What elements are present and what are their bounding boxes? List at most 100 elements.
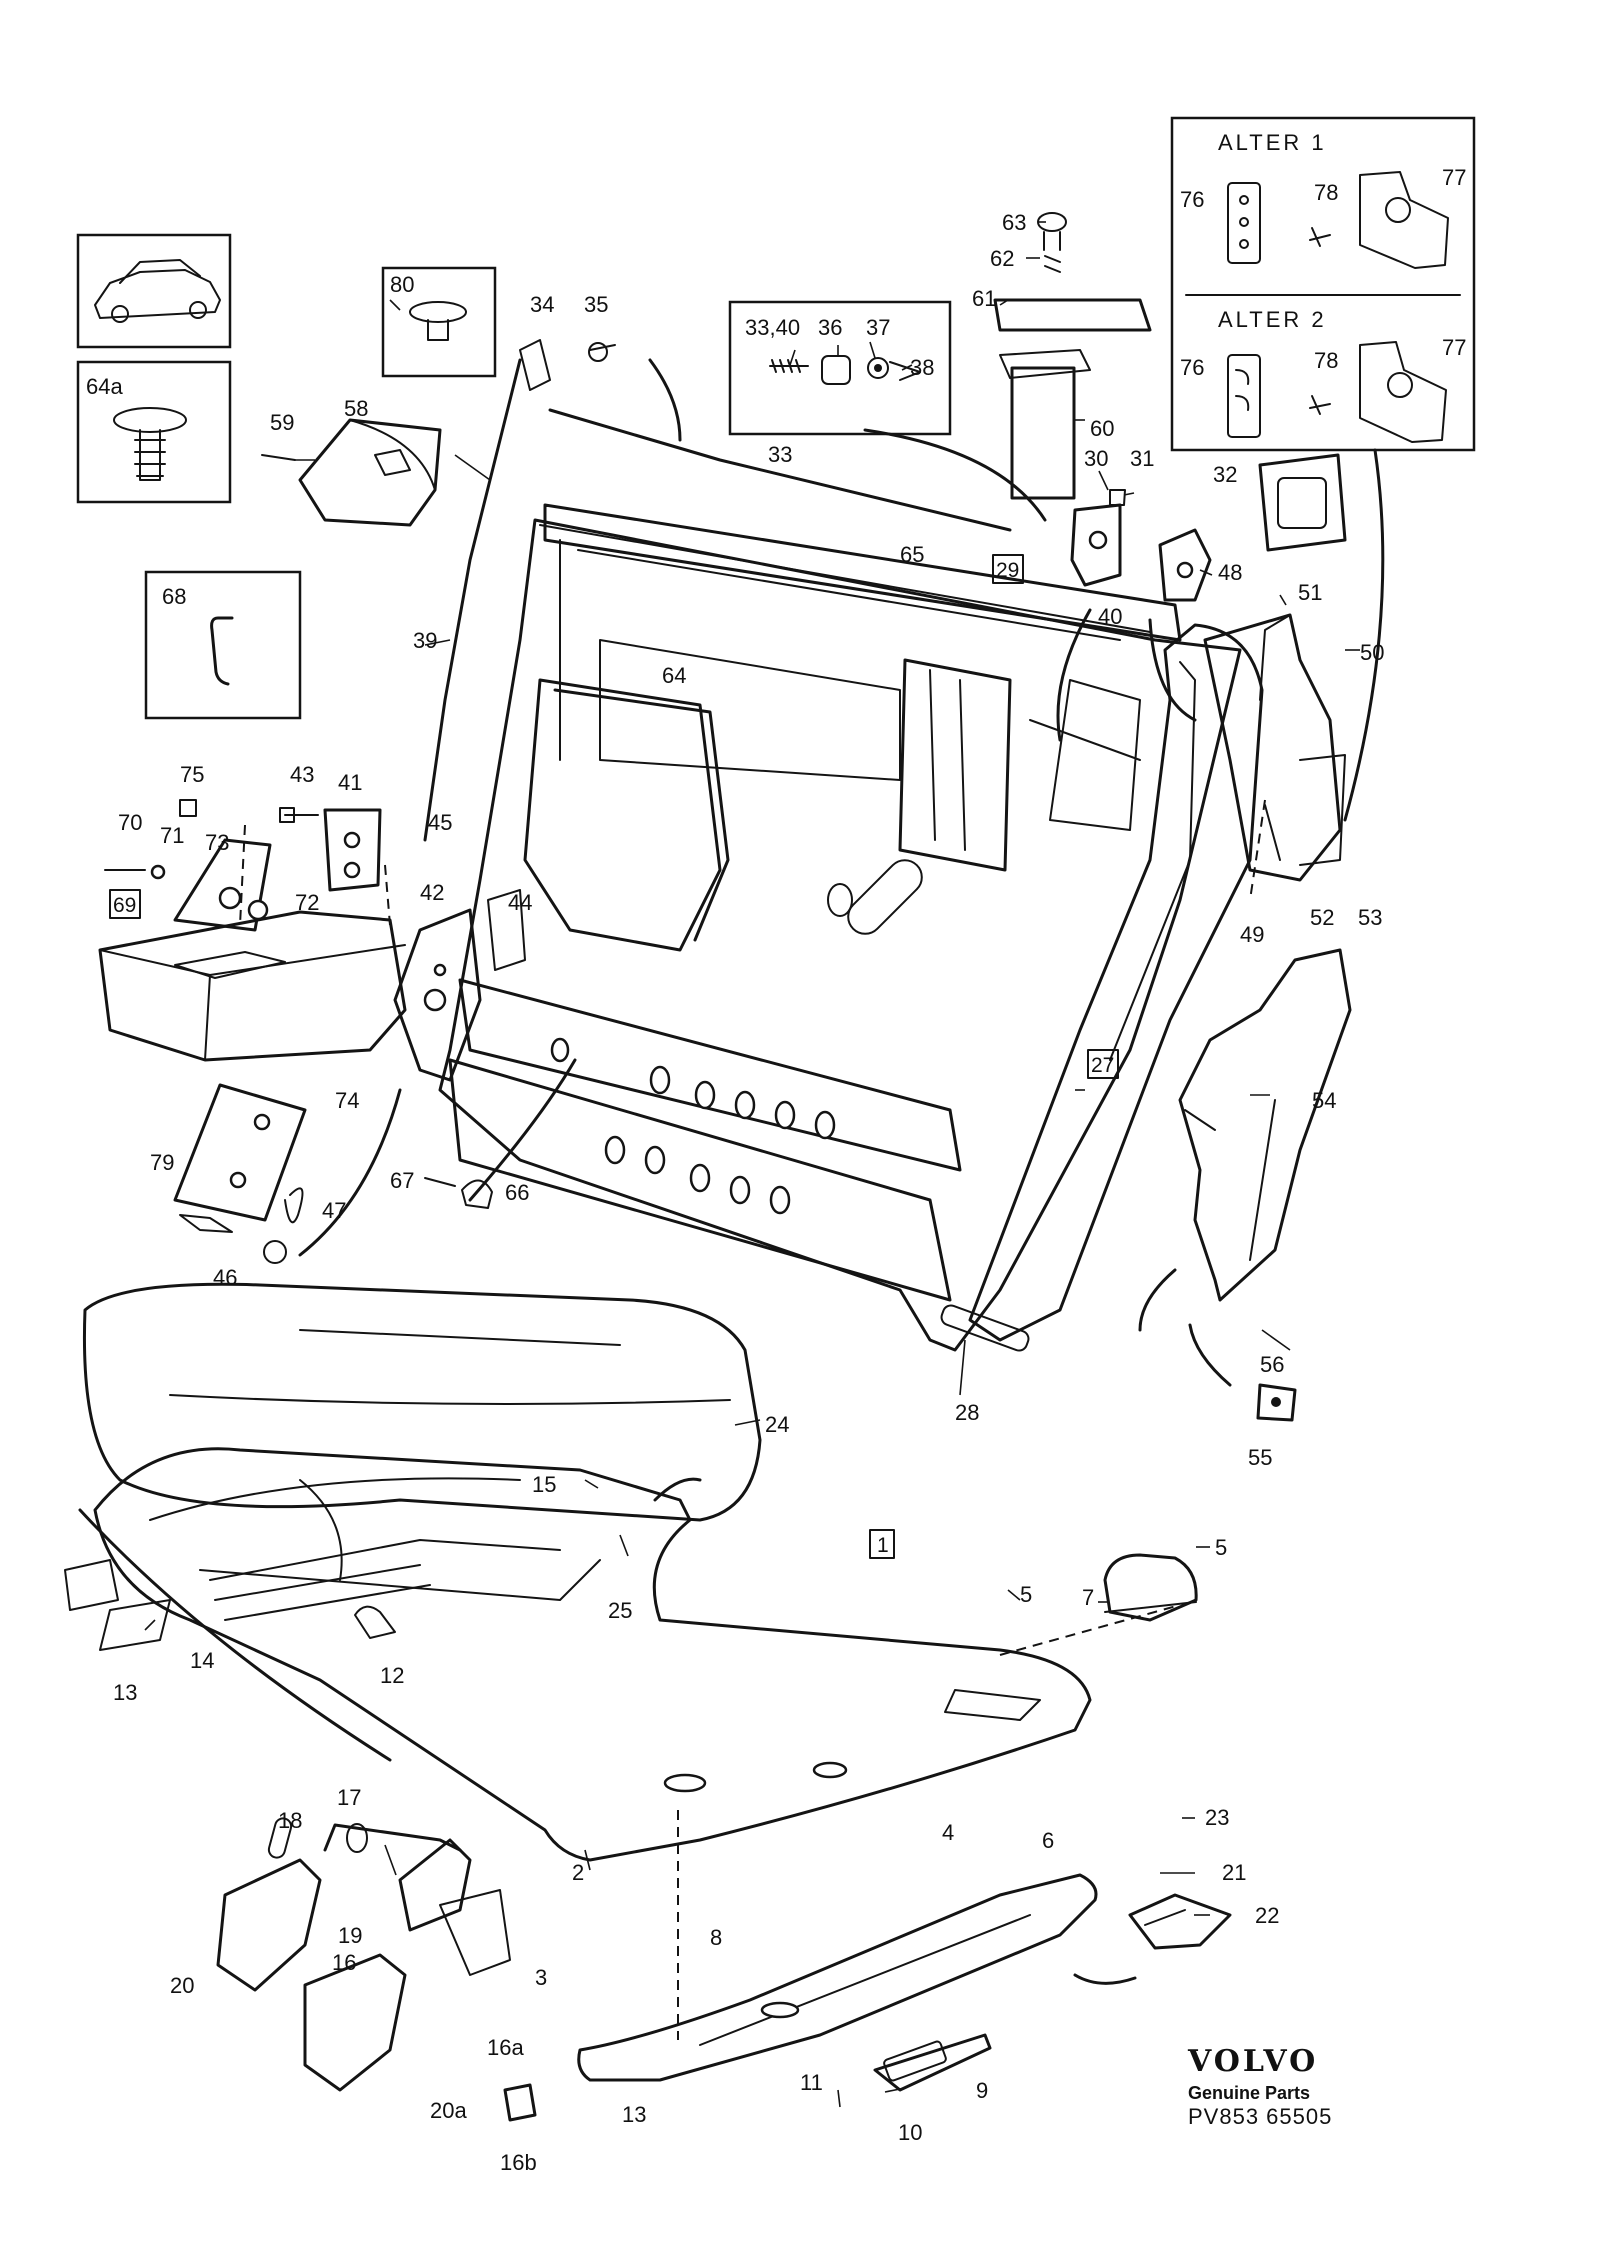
- callout-21: 21: [1222, 1860, 1246, 1885]
- callout-77a: 77: [1442, 165, 1466, 190]
- callout-23: 23: [1205, 1805, 1229, 1830]
- callout-27: 27: [1091, 1054, 1114, 1077]
- alter-variants-box: [1170, 116, 1476, 452]
- callout-75: 75: [180, 762, 204, 787]
- callout-1-box: [869, 1529, 895, 1559]
- callout-18: 18: [278, 1808, 302, 1833]
- armrest-69: [98, 910, 407, 1062]
- callout-58: 58: [344, 396, 368, 421]
- callout-48: 48: [1218, 560, 1242, 585]
- callout-5b: 5: [1215, 1535, 1227, 1560]
- callout-60: 60: [1090, 416, 1114, 441]
- callout-64: 64: [662, 663, 686, 688]
- clip-66: [424, 1177, 493, 1209]
- callout-16b: 16b: [500, 2150, 537, 2175]
- callout-77b: 77: [1442, 335, 1466, 360]
- callout-62: 62: [990, 246, 1014, 271]
- callout-66: 66: [505, 1180, 529, 1205]
- stay-7: [1103, 1553, 1198, 1622]
- button-80-inset: [381, 266, 497, 378]
- cover-20a: [303, 1953, 407, 2092]
- genuine-parts-label: Genuine Parts: [1188, 2083, 1311, 2103]
- callout-69: 69: [113, 894, 136, 917]
- callout-20: 20: [170, 1973, 194, 1998]
- seat-cushion-24: [82, 1282, 762, 1522]
- callout-5a: 5: [1020, 1582, 1032, 1607]
- callout-13a: 13: [113, 1680, 137, 1705]
- callout-24: 24: [765, 1412, 789, 1437]
- leader-lines: [144, 221, 1385, 2108]
- callout-13b: 13: [622, 2102, 646, 2127]
- callout-67: 67: [390, 1168, 414, 1193]
- callout-78a: 78: [1314, 180, 1338, 205]
- callout-44: 44: [508, 890, 532, 915]
- trim-32: [1258, 453, 1347, 552]
- rail-8: [577, 1873, 1098, 2082]
- callout-76b: 76: [1180, 355, 1204, 380]
- callout-labels: 63 62 61 60 34 35 33,40 36 37 38 33 30 3…: [86, 130, 1466, 2175]
- callout-29-box: [992, 554, 1024, 584]
- callout-29: 29: [996, 559, 1019, 582]
- callout-3: 3: [535, 1965, 547, 1990]
- callout-72: 72: [295, 890, 319, 915]
- callout-19: 19: [338, 1923, 362, 1948]
- callout-11: 11: [800, 2070, 823, 2095]
- bracket-16: [346, 1823, 511, 1976]
- lock-48: [1158, 528, 1212, 602]
- hinge-bracket-42: [393, 889, 526, 1082]
- callout-71: 71: [160, 823, 184, 848]
- callout-56: 56: [1260, 1352, 1284, 1377]
- clip-64a-inset: [76, 360, 232, 504]
- callout-34: 34: [530, 292, 554, 317]
- seat-back-frame: [438, 503, 1264, 1352]
- callout-1: 1: [877, 1534, 889, 1557]
- clip-68-inset: [144, 570, 302, 720]
- hinge-41: [279, 807, 382, 892]
- brand-wordmark: VOLVO: [1188, 2044, 1319, 2079]
- lock-detail-box: [728, 300, 952, 436]
- car-thumbnail-inset: [76, 233, 232, 349]
- callout-51: 51: [1298, 580, 1322, 605]
- hinge-73: [104, 799, 272, 932]
- cover-58: [261, 418, 442, 527]
- callout-64a: 64a: [86, 374, 123, 399]
- callout-20a: 20a: [430, 2098, 467, 2123]
- callout-7: 7: [1082, 1585, 1094, 1610]
- callout-30: 30: [1084, 446, 1108, 471]
- callout-78b: 78: [1314, 348, 1338, 373]
- callout-68: 68: [162, 584, 186, 609]
- callout-69-box: [109, 889, 141, 919]
- callout-17: 17: [337, 1785, 361, 1810]
- callout-53: 53: [1358, 905, 1382, 930]
- rod-17: [267, 1817, 462, 1859]
- callout-22: 22: [1255, 1903, 1279, 1928]
- callout-31: 31: [1130, 446, 1154, 471]
- callout-80: 80: [390, 272, 414, 297]
- callout-38: 38: [910, 355, 934, 380]
- callout-54: 54: [1312, 1088, 1336, 1113]
- callout-61: 61: [972, 286, 996, 311]
- callout-40: 40: [1098, 604, 1122, 629]
- callout-4: 4: [942, 1820, 954, 1845]
- handle-9: [873, 2033, 992, 2092]
- latch-column-60: [993, 212, 1152, 500]
- callout-16: 16: [332, 1950, 356, 1975]
- callout-42: 42: [420, 880, 444, 905]
- callout-36: 36: [818, 315, 842, 340]
- callout-33: 33: [768, 442, 792, 467]
- callout-46: 46: [213, 1265, 237, 1290]
- callout-16a: 16a: [487, 2035, 524, 2060]
- spring-12: [299, 1479, 396, 1639]
- callout-6: 6: [1042, 1828, 1054, 1853]
- callout-65: 65: [900, 542, 924, 567]
- callout-41: 41: [338, 770, 362, 795]
- alter2-label: ALTER 2: [1218, 307, 1327, 332]
- callout-70: 70: [118, 810, 142, 835]
- callout-39: 39: [413, 628, 437, 653]
- release-cable: [423, 339, 1012, 842]
- callout-52: 52: [1310, 905, 1334, 930]
- callout-79: 79: [150, 1150, 174, 1175]
- callout-45: 45: [428, 810, 452, 835]
- side-trim-54: [1178, 948, 1352, 1302]
